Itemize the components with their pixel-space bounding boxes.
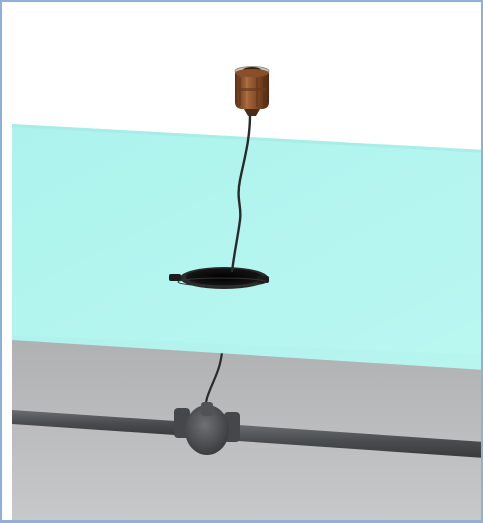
sensor-float-icon (235, 67, 269, 117)
render-svg (12, 10, 483, 523)
render-scene (12, 10, 483, 523)
water-surface (12, 124, 483, 370)
